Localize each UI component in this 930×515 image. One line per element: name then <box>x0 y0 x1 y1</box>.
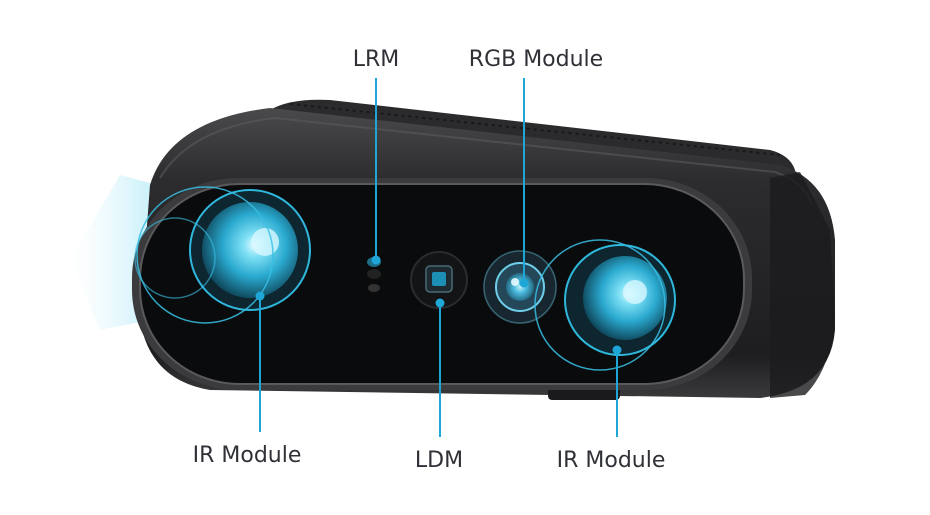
ir-module-left <box>134 186 311 324</box>
label-ir-module-right: IR Module <box>557 448 666 473</box>
label-ldm: LDM <box>415 448 463 473</box>
label-ir-module-left: IR Module <box>193 443 302 468</box>
rgb-module <box>483 250 557 324</box>
ldm-emitter <box>410 251 468 309</box>
leader-dot-rgb <box>519 278 529 288</box>
leader-lines <box>255 78 622 437</box>
leader-dot-ir-right <box>612 345 622 355</box>
leader-dot-lrm <box>371 255 381 265</box>
leader-dot-ldm <box>435 298 445 308</box>
label-lrm: LRM <box>353 47 400 72</box>
leader-dot-ir-left <box>255 291 265 301</box>
label-rgb-module: RGB Module <box>469 47 603 72</box>
ir-module-right <box>534 239 676 371</box>
